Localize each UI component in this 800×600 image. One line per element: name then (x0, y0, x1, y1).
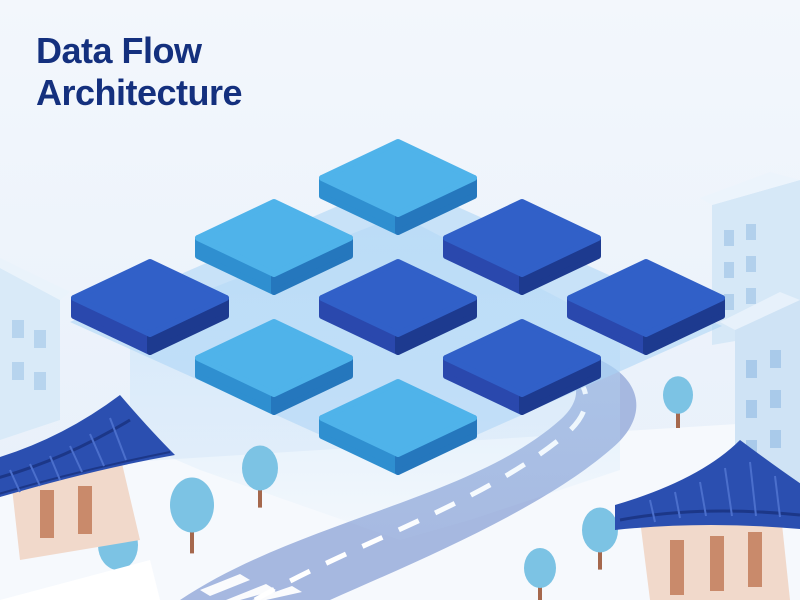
data-node-n1[interactable] (319, 139, 477, 235)
tree-group (98, 376, 693, 600)
node-top-face (443, 199, 601, 277)
data-node-n2[interactable] (443, 199, 601, 295)
hanok-roof-icon (0, 395, 175, 600)
node-top-face (567, 259, 725, 337)
tree-icon (663, 376, 693, 428)
node-top-face (319, 379, 477, 457)
data-node-n6[interactable] (443, 319, 601, 415)
node-top-face (195, 319, 353, 397)
tree-icon (524, 548, 556, 600)
tree-icon (170, 477, 214, 554)
node-top-face (443, 319, 601, 397)
node-top-face (319, 259, 477, 337)
tree-icon (582, 507, 618, 570)
data-node-n9[interactable] (319, 379, 477, 475)
data-node-n5[interactable] (319, 259, 477, 355)
title-line-2: Architecture (36, 72, 243, 113)
hanok-roof-icon (615, 440, 800, 600)
building-icon (0, 258, 70, 440)
data-node-n4[interactable] (195, 199, 353, 295)
node-top-face (319, 139, 477, 217)
node-top-face (195, 199, 353, 277)
tree-icon (242, 445, 278, 508)
data-node-n3[interactable] (567, 259, 725, 355)
data-node-n7[interactable] (71, 259, 229, 355)
node-top-face (71, 259, 229, 337)
title-line-1: Data Flow (36, 30, 202, 71)
page-title: Data Flow Architecture (36, 30, 243, 114)
data-node-n8[interactable] (195, 319, 353, 415)
node-group (71, 139, 725, 475)
